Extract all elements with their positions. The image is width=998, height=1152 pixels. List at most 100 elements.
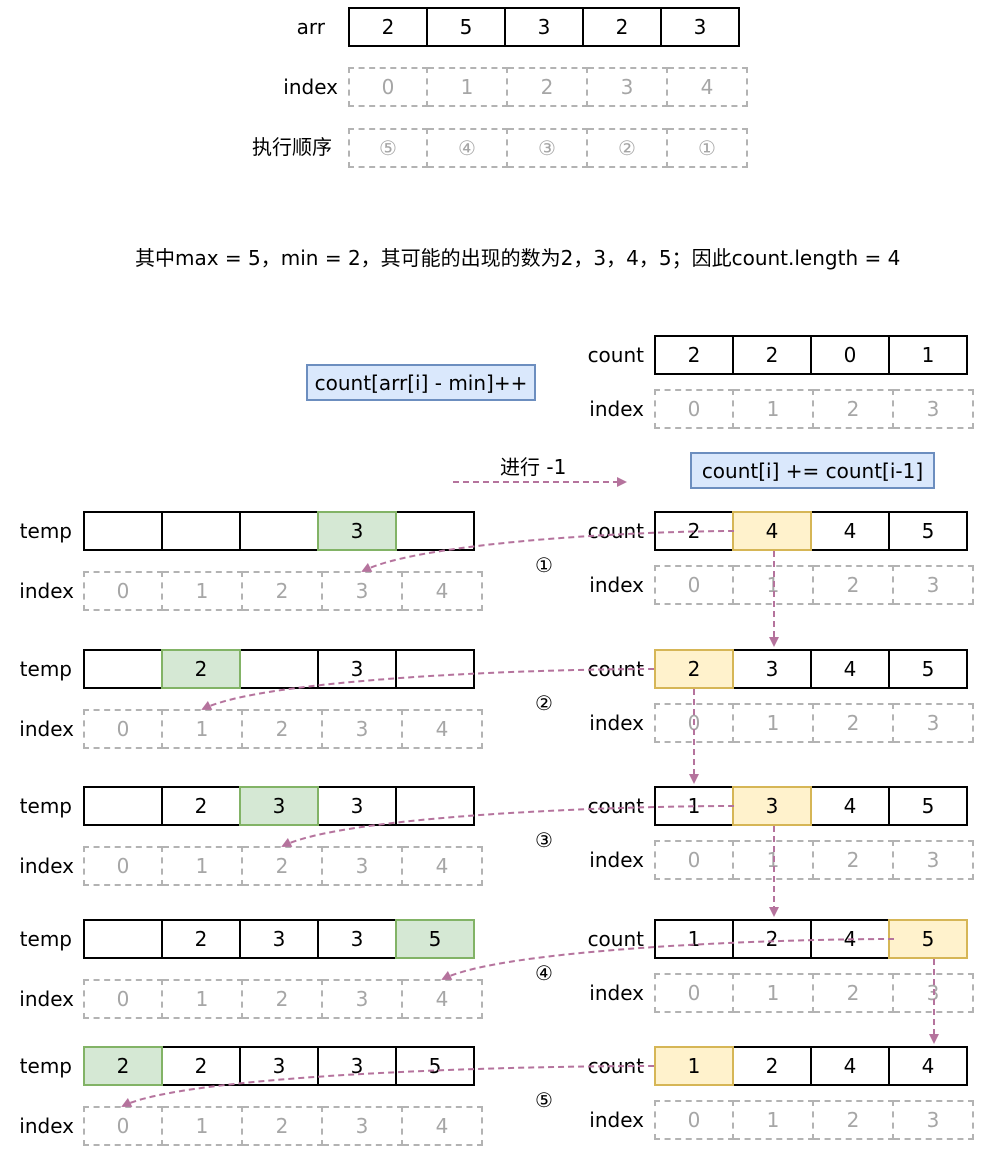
temp-cell-4 <box>395 786 475 826</box>
arr-cell-3: 2 <box>582 7 662 47</box>
count-increment-formula: count[arr[i] - min]++ <box>306 364 536 401</box>
temp-index-cell-4: 4 <box>403 571 483 611</box>
count-initial-cell-1: 2 <box>732 335 812 375</box>
count-cell-2: 4 <box>810 649 890 689</box>
step-marker: ⑤ <box>535 1088 553 1112</box>
temp-index-label: index <box>19 717 74 741</box>
temp-index-cell-2: 2 <box>243 571 323 611</box>
count-index-cell-1: 1 <box>734 565 814 605</box>
count-index-label: index <box>589 981 644 1005</box>
count-index-cell-0: 0 <box>654 973 734 1013</box>
arr-cell-4: 3 <box>660 7 740 47</box>
temp-label: temp <box>19 927 72 951</box>
count-label: count <box>587 657 644 681</box>
count-index-cell-3: 3 <box>894 565 974 605</box>
top-index-cell-2: 2 <box>508 67 588 107</box>
count-index-cell-1: 1 <box>734 703 814 743</box>
count-cell-3: 5 <box>888 786 968 826</box>
temp-index-cell-4: 4 <box>403 979 483 1019</box>
temp-index-label: index <box>19 1114 74 1138</box>
temp-cell-2: 3 <box>239 919 319 959</box>
temp-index-cell-3: 3 <box>323 1106 403 1146</box>
prefix-sum-formula: count[i] += count[i-1] <box>690 452 935 489</box>
temp-cell-3: 3 <box>317 919 397 959</box>
count-initial-index-cell-2: 2 <box>814 389 894 429</box>
temp-cell-1: 2 <box>161 1046 241 1086</box>
temp-index-cell-1: 1 <box>163 846 243 886</box>
temp-index-cell-2: 2 <box>243 846 323 886</box>
execution-order-label: 执行顺序 <box>252 135 332 159</box>
count-index-label: index <box>589 1108 644 1132</box>
temp-index-cell-4: 4 <box>403 709 483 749</box>
count-cell-2: 4 <box>810 511 890 551</box>
count-index-cell-2: 2 <box>814 973 894 1013</box>
count-cell-0: 1 <box>654 919 734 959</box>
temp-label: temp <box>19 1054 72 1078</box>
temp-cell-4: 5 <box>395 1046 475 1086</box>
count-initial-index-cell-0: 0 <box>654 389 734 429</box>
temp-index-cell-0: 0 <box>83 1106 163 1146</box>
temp-index-cell-1: 1 <box>163 709 243 749</box>
temp-cell-2: 3 <box>239 1046 319 1086</box>
temp-index-cell-0: 0 <box>83 846 163 886</box>
count-initial-label: count <box>587 343 644 367</box>
temp-index-label: index <box>19 854 74 878</box>
arr-label: arr <box>296 15 325 39</box>
count-label: count <box>587 519 644 543</box>
temp-cell-0 <box>83 649 163 689</box>
temp-cell-3: 3 <box>317 786 397 826</box>
top-index-cell-3: 3 <box>588 67 668 107</box>
temp-cell-0: 2 <box>83 1046 163 1086</box>
temp-index-cell-1: 1 <box>163 571 243 611</box>
count-initial-index-cell-1: 1 <box>734 389 814 429</box>
count-index-cell-3: 3 <box>894 973 974 1013</box>
count-index-cell-2: 2 <box>814 703 894 743</box>
temp-cell-3: 3 <box>317 511 397 551</box>
temp-cell-0 <box>83 786 163 826</box>
order-cell-0: ⑤ <box>348 128 428 168</box>
count-initial-index-cell-3: 3 <box>894 389 974 429</box>
count-cell-3: 4 <box>888 1046 968 1086</box>
temp-cell-1 <box>161 511 241 551</box>
temp-index-cell-2: 2 <box>243 709 323 749</box>
temp-index-cell-3: 3 <box>323 571 403 611</box>
decrement-note: 进行 -1 <box>500 455 567 479</box>
temp-label: temp <box>19 519 72 543</box>
temp-cell-1: 2 <box>161 919 241 959</box>
count-cell-2: 4 <box>810 786 890 826</box>
count-cell-2: 4 <box>810 1046 890 1086</box>
temp-row: 3 <box>83 511 475 551</box>
explanation-text: 其中max = 5，min = 2，其可能的出现的数为2，3，4，5；因此cou… <box>135 246 901 270</box>
count-initial-cell-2: 0 <box>810 335 890 375</box>
order-cell-1: ④ <box>428 128 508 168</box>
count-index-cell-0: 0 <box>654 703 734 743</box>
temp-index-label: index <box>19 579 74 603</box>
count-index-label: index <box>589 573 644 597</box>
temp-cell-4: 5 <box>395 919 475 959</box>
count-index-cell-0: 0 <box>654 1100 734 1140</box>
temp-cell-0 <box>83 511 163 551</box>
arr-cell-2: 3 <box>504 7 584 47</box>
count-index-cell-3: 3 <box>894 703 974 743</box>
top-index-cell-0: 0 <box>348 67 428 107</box>
count-cell-3: 5 <box>888 649 968 689</box>
top-index-cell-1: 1 <box>428 67 508 107</box>
temp-index-cell-2: 2 <box>243 1106 323 1146</box>
count-index-cell-3: 3 <box>894 1100 974 1140</box>
count-index-cell-2: 2 <box>814 840 894 880</box>
temp-cell-2 <box>239 649 319 689</box>
count-index-cell-1: 1 <box>734 1100 814 1140</box>
count-cell-1: 4 <box>732 511 812 551</box>
temp-index-cell-3: 3 <box>323 709 403 749</box>
